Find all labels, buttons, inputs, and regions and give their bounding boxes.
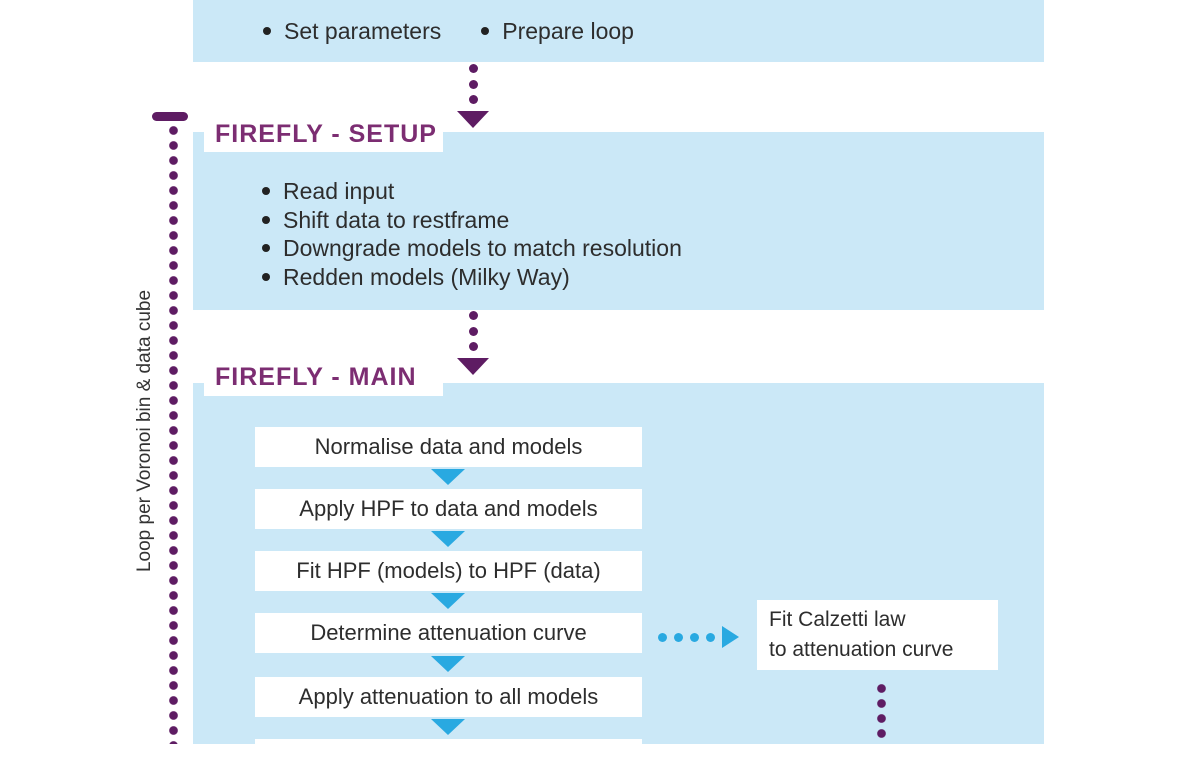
bullet-dot	[263, 27, 271, 35]
bullet-label: Prepare loop	[502, 17, 634, 44]
dot	[468, 342, 478, 351]
step-box-partial	[255, 739, 642, 779]
dot	[468, 64, 478, 73]
dotted-arrow-right-icon	[658, 626, 739, 648]
dot	[468, 326, 478, 336]
bullet-label: Downgrade models to match resolution	[283, 235, 682, 261]
dotted-arrow-down-icon	[457, 311, 489, 375]
arrow-down-icon	[431, 469, 465, 485]
calzetti-line: Fit Calzetti law	[769, 608, 906, 631]
bullet-dot	[262, 244, 270, 253]
dotted-arrow-down-icon	[457, 64, 489, 128]
calzetti-line: to attenuation curve	[769, 638, 954, 661]
setup-bullet-list: Read input Shift data to restframe Downg…	[262, 177, 682, 291]
bullet-item: Set parameters	[263, 18, 441, 45]
dot	[468, 95, 478, 104]
arrow-down-icon	[431, 531, 465, 547]
bullet-item: Read input	[262, 177, 682, 206]
arrow-down-icon	[431, 719, 465, 735]
dot	[690, 632, 699, 642]
arrowhead-icon	[457, 357, 489, 375]
prep-box: Set parameters Prepare loop	[193, 0, 1044, 62]
dotted-line	[877, 684, 886, 742]
main-section-title: FIREFLY - MAIN	[204, 359, 443, 396]
prep-bullets: Set parameters Prepare loop	[263, 18, 634, 45]
bullet-dot	[481, 27, 490, 35]
setup-section-title: FIREFLY - SETUP	[204, 116, 443, 152]
bullet-label: Read input	[283, 178, 395, 204]
step-box-normalise: Normalise data and models	[255, 427, 642, 467]
bullet-label: Redden models (Milky Way)	[283, 263, 570, 290]
loop-line-cap	[152, 112, 188, 121]
dot	[658, 632, 667, 642]
bullet-label: Set parameters	[284, 17, 442, 44]
dot	[468, 79, 478, 89]
dot	[468, 311, 478, 320]
loop-dotted-line	[169, 126, 178, 744]
bullet-item: Shift data to restframe	[262, 206, 682, 235]
bullet-item: Prepare loop	[481, 18, 634, 45]
step-box-apply-hpf: Apply HPF to data and models	[255, 489, 642, 529]
arrow-down-icon	[431, 656, 465, 672]
step-box-fit-hpf: Fit HPF (models) to HPF (data)	[255, 551, 642, 591]
step-box-determine-attenuation: Determine attenuation curve	[255, 613, 642, 653]
bullet-label: Shift data to restframe	[283, 206, 510, 233]
arrowhead-icon	[457, 110, 489, 128]
dot	[706, 632, 715, 642]
loop-axis-label: Loop per Voronoi bin & data cube	[134, 289, 155, 573]
bullet-dot	[262, 215, 270, 224]
step-box-apply-attenuation: Apply attenuation to all models	[255, 677, 642, 717]
bullet-item: Downgrade models to match resolution	[262, 234, 682, 263]
bullet-dot	[262, 272, 270, 281]
setup-box: Read input Shift data to restframe Downg…	[193, 132, 1044, 310]
bullet-dot	[262, 187, 270, 196]
bullet-item: Redden models (Milky Way)	[262, 263, 682, 292]
arrow-down-icon	[431, 593, 465, 609]
arrowhead-icon	[722, 626, 739, 648]
calzetti-box: Fit Calzetti law to attenuation curve	[757, 600, 998, 670]
dot	[674, 632, 683, 642]
